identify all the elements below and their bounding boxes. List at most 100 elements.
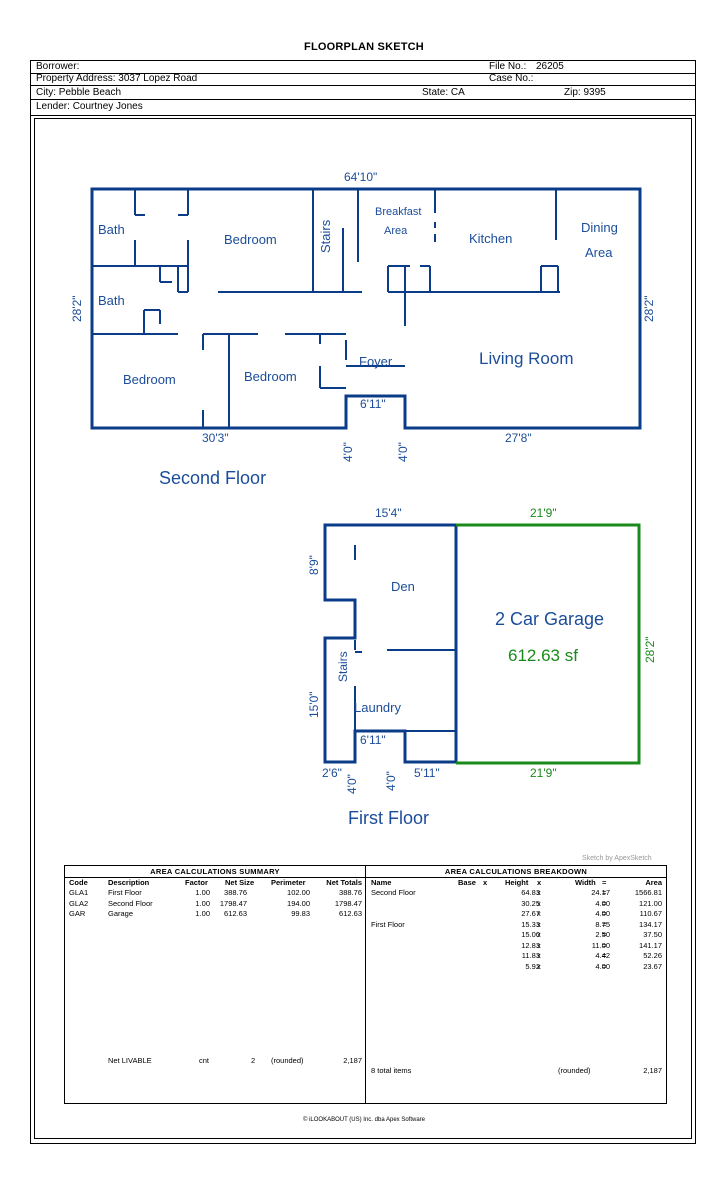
net-livable-total: 2,187 <box>343 1056 362 1065</box>
dim-garage-right: 28'2" <box>643 636 657 663</box>
borrower-label: Borrower: <box>36 61 80 72</box>
breakdown-total-items: 8 total items <box>371 1066 412 1075</box>
breakdown-cell: 27.67 <box>521 909 540 918</box>
breakdown-header-row: Name Base x Height x Width = Area <box>366 878 666 889</box>
breakdown-col-area: Area <box>645 878 662 887</box>
room-laundry: Laundry <box>354 700 401 715</box>
breakdown-cell: = <box>602 961 607 971</box>
breakdown-cell: x <box>537 919 541 929</box>
dim-bottom-right-first: 5'11" <box>414 766 440 780</box>
breakdown-cell: 121.00 <box>639 898 662 908</box>
breakdown-cell: = <box>602 888 607 897</box>
dim-bottom-left-first: 2'6" <box>322 766 342 780</box>
breakdown-cell: 24.17 <box>591 888 610 897</box>
breakdown-cell: x <box>537 888 541 897</box>
summary-col-code: Code <box>69 878 88 887</box>
summary-cell: 1.00 <box>195 888 210 897</box>
breakdown-cell: 2.50 <box>595 930 610 939</box>
net-livable-label: Net LIVABLE <box>108 1056 152 1065</box>
breakdown-cell: 37.50 <box>643 930 662 939</box>
room-den: Den <box>391 579 415 594</box>
breakdown-cell: 4.00 <box>595 961 610 971</box>
breakdown-cell: 11.00 <box>591 940 610 950</box>
case-no-label: Case No.: <box>489 73 534 84</box>
breakdown-title: AREA CALCULATIONS BREAKDOWN <box>366 866 666 878</box>
breakdown-cell: 23.67 <box>643 961 662 971</box>
zip: Zip: 9395 <box>564 87 606 98</box>
room-breakfast-line1: Breakfast <box>375 206 422 218</box>
second-floor-outline <box>90 187 642 430</box>
breakdown-cell: x <box>537 898 541 908</box>
breakdown-cell: x <box>537 909 541 918</box>
room-dining-line2: Area <box>585 245 613 260</box>
summary-cell: GLA2 <box>69 898 89 908</box>
header-row-borrower: Borrower: File No.: 26205 <box>30 61 696 74</box>
dim-bottom-right-second: 27'8" <box>505 431 532 445</box>
room-breakfast-line2: Area <box>384 225 408 237</box>
breakdown-cell: 11.83 <box>521 951 540 960</box>
dim-left-lower-first: 15'0" <box>307 691 321 718</box>
summary-col-factor: Factor <box>185 878 208 887</box>
breakdown-cell: = <box>602 951 607 960</box>
copyright: © iLOOKABOUT (US) Inc. dba Apex Software <box>302 1117 426 1123</box>
summary-cell: GLA1 <box>69 888 89 897</box>
summary-col-net-size: Net Size <box>225 878 255 887</box>
summary-cell: 612.63 <box>339 909 362 918</box>
dim-notch-right-second: 4'0" <box>396 442 410 462</box>
breakdown-total: 2,187 <box>643 1066 662 1075</box>
room-stairs-second: Stairs <box>318 219 333 253</box>
breakdown-cell: 12.83 <box>521 940 540 950</box>
breakdown-cell: = <box>602 909 607 918</box>
dim-top-second: 64'10" <box>344 170 378 184</box>
file-no-value: 26205 <box>536 61 564 72</box>
net-livable-cnt-label: cnt <box>199 1056 210 1065</box>
second-floor-label: Second Floor <box>159 468 267 488</box>
dim-notch-second: 6'11" <box>360 397 386 411</box>
garage-outline <box>456 523 641 765</box>
summary-cell: First Floor <box>108 888 142 897</box>
dim-left-second: 28'2" <box>70 295 84 322</box>
room-kitchen: Kitchen <box>469 231 513 246</box>
net-livable-rounded: (rounded) <box>271 1056 304 1065</box>
room-bedroom-2: Bedroom <box>123 372 176 387</box>
room-foyer: Foyer <box>359 354 393 369</box>
sketch-credit: Sketch by ApexSketch <box>582 855 652 862</box>
breakdown-cell: 4.00 <box>595 898 610 908</box>
header-row-lender: Lender: Courtney Jones <box>30 101 696 113</box>
summary-cell: 388.76 <box>339 888 362 897</box>
breakdown-col-eq: = <box>602 878 607 887</box>
property-address: Property Address: 3037 Lopez Road <box>36 73 198 84</box>
breakdown-cell: x <box>537 961 541 971</box>
garage-area: 612.63 sf <box>508 646 578 665</box>
breakdown-cell: 8.75 <box>595 919 610 929</box>
breakdown-col-width: Width <box>575 878 596 887</box>
breakdown-cell: 64.83 <box>521 888 540 897</box>
dim-notch-left-first: 4'0" <box>345 774 359 794</box>
breakdown-cell: 4.00 <box>595 909 610 918</box>
dim-garage-bottom: 21'9" <box>530 766 557 780</box>
room-bedroom-3: Bedroom <box>244 369 297 384</box>
breakdown-cell: 15.00 <box>521 930 540 939</box>
summary-cell: Second Floor <box>108 898 153 908</box>
first-floor-interior-walls <box>354 545 456 732</box>
room-garage: 2 Car Garage <box>495 609 605 629</box>
dim-bottom-left-second: 30'3" <box>202 431 229 445</box>
breakdown-cell: x <box>537 930 541 939</box>
breakdown-cell: 5.92 <box>525 961 540 971</box>
summary-col-net-totals: Net Totals <box>326 878 362 887</box>
summary-col-perimeter: Perimeter <box>271 878 306 887</box>
breakdown-col-height: Height <box>505 878 529 887</box>
summary-cell: 99.83 <box>291 909 310 918</box>
breakdown-cell: 110.67 <box>639 909 662 918</box>
header-row-city: City: Pebble Beach State: CA Zip: 9395 <box>30 87 696 100</box>
net-livable-cnt: 2 <box>251 1056 256 1065</box>
breakdown-cell: First Floor <box>371 919 405 929</box>
header-box <box>30 60 696 115</box>
